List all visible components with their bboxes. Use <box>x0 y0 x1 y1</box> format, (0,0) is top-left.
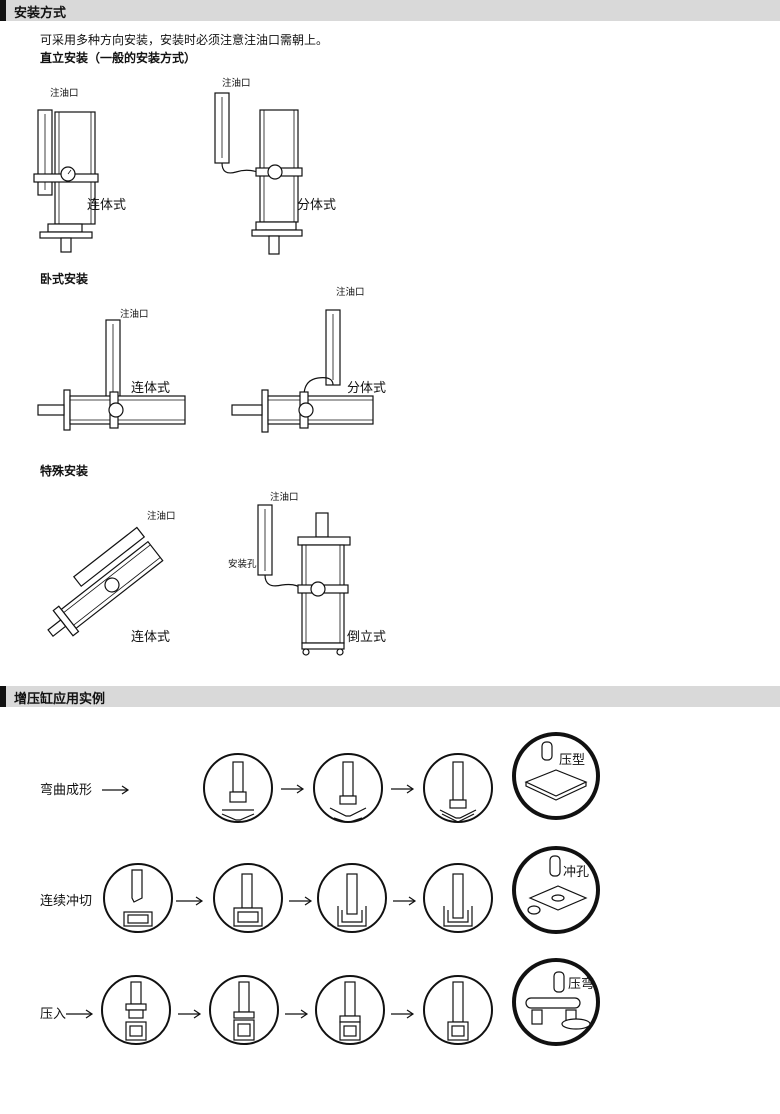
punching-step-3 <box>317 863 387 933</box>
fill-port-label: 注油口 <box>222 78 251 89</box>
vertical-integral-diagram <box>33 109 99 253</box>
row-label-bending: 弯曲成形 <box>40 783 93 798</box>
arrow-icon <box>289 896 313 906</box>
press-fit-step-2 <box>209 975 279 1045</box>
arrow-icon <box>391 784 415 794</box>
press-fit-step-1 <box>101 975 171 1045</box>
special-inverted-diagram <box>257 504 351 656</box>
row-arrow-icon <box>66 1009 94 1019</box>
fill-port-label: 注油口 <box>147 511 176 522</box>
fill-port-label: 注油口 <box>120 309 149 320</box>
type-inverted-label: 倒立式 <box>347 630 387 645</box>
section-header-installation: 安装方式 <box>0 0 780 21</box>
press-fit-step-3 <box>315 975 385 1045</box>
type-split-label: 分体式 <box>347 381 387 396</box>
row-label-continuous-punching: 连续冲切 <box>40 894 93 909</box>
row-arrow-icon <box>102 785 130 795</box>
fill-port-label: 注油口 <box>50 88 79 99</box>
type-integral-label: 连体式 <box>87 198 127 213</box>
type-split-label: 分体式 <box>297 198 337 213</box>
arrow-icon <box>391 1009 415 1019</box>
type-integral-label: 连体式 <box>131 630 171 645</box>
fill-port-label: 注油口 <box>336 287 365 298</box>
press-fit-step-4 <box>423 975 493 1045</box>
arrow-icon <box>281 784 305 794</box>
bending-step-1 <box>203 753 273 823</box>
arrow-icon <box>393 896 417 906</box>
punching-step-4 <box>423 863 493 933</box>
special-inclined-diagram <box>47 526 164 638</box>
type-integral-label: 连体式 <box>131 381 171 396</box>
vertical-heading: 直立安装（一般的安装方式） <box>40 51 197 65</box>
fill-port-label: 注油口 <box>270 492 299 503</box>
bending-step-3 <box>423 753 493 823</box>
intro-text: 可采用多种方向安装，安装时必须注意注油口需朝上。 <box>40 33 329 47</box>
section-title: 安装方式 <box>14 6 67 21</box>
special-heading: 特殊安装 <box>40 464 89 478</box>
punching-step-1 <box>103 863 173 933</box>
header-bar <box>0 0 6 21</box>
horizontal-split-diagram <box>231 309 374 433</box>
section-header-applications: 增压缸应用实例 <box>0 686 780 707</box>
result-label-press-forming: 压型 <box>559 753 586 768</box>
mount-hole-label: 安装孔 <box>228 559 257 570</box>
arrow-icon <box>285 1009 309 1019</box>
punching-step-2 <box>213 863 283 933</box>
result-label-press-bending: 压弯 <box>568 977 595 992</box>
vertical-split-diagram <box>214 92 303 255</box>
horizontal-heading: 卧式安装 <box>40 272 89 286</box>
section-title: 增压缸应用实例 <box>14 692 106 707</box>
result-label-punching: 冲孔 <box>563 865 590 880</box>
row-label-press-fit: 压入 <box>40 1007 67 1022</box>
arrow-icon <box>178 1009 202 1019</box>
row-arrow-icon <box>176 896 204 906</box>
press-forming-result-circle <box>512 732 600 820</box>
press-bending-result-circle <box>512 958 600 1046</box>
bending-step-2 <box>313 753 383 823</box>
punching-result-circle <box>512 846 600 934</box>
horizontal-integral-diagram <box>37 319 186 431</box>
header-bar <box>0 686 6 707</box>
